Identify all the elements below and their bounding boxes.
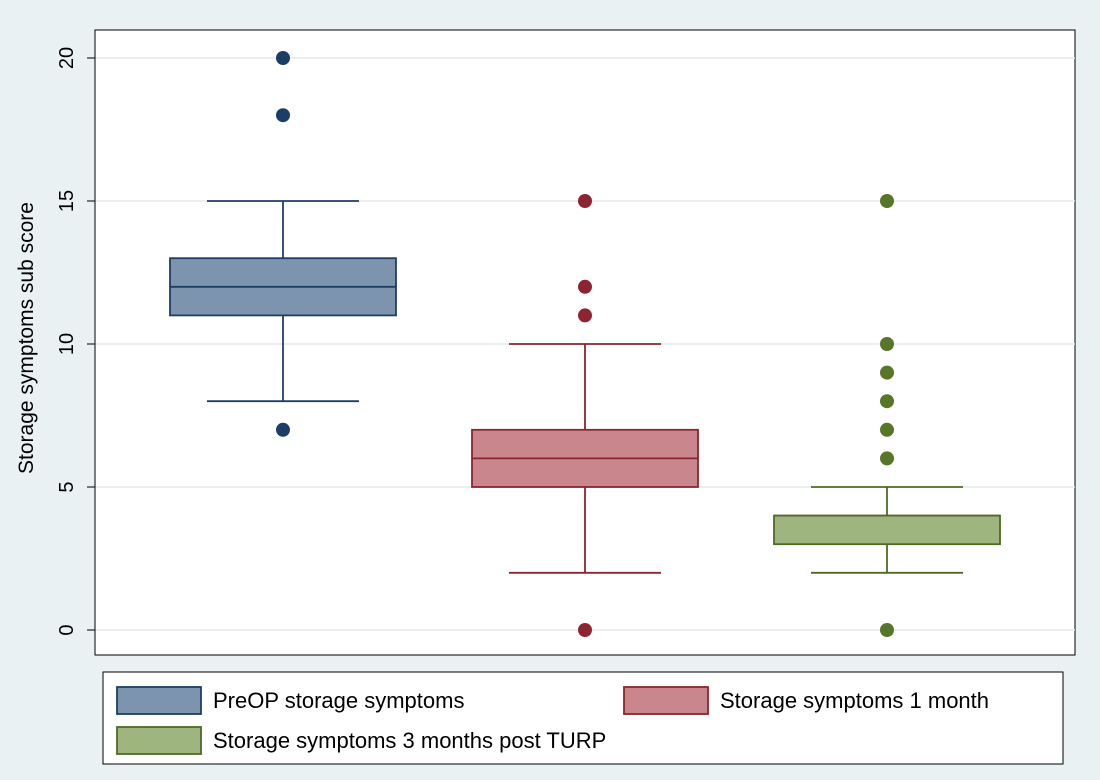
y-tick-label: 20 bbox=[56, 47, 78, 69]
outlier-point bbox=[578, 194, 592, 208]
outlier-point bbox=[880, 365, 894, 380]
legend-frame bbox=[102, 671, 1064, 765]
legend-key bbox=[116, 726, 202, 755]
outlier-point bbox=[578, 623, 592, 637]
legend-label: Storage symptoms 3 months post TURP bbox=[213, 728, 606, 753]
legend-key bbox=[116, 686, 202, 715]
y-tick-label: 15 bbox=[56, 190, 78, 212]
outlier-point bbox=[276, 108, 290, 123]
outlier-point bbox=[880, 194, 894, 208]
outlier-point bbox=[578, 279, 592, 294]
outlier-point bbox=[880, 451, 894, 466]
outlier-point bbox=[276, 422, 290, 437]
legend-label: PreOP storage symptoms bbox=[213, 688, 464, 713]
outlier-point bbox=[880, 422, 894, 437]
outlier-point bbox=[276, 51, 290, 65]
outlier-point bbox=[880, 394, 894, 409]
outlier-point bbox=[578, 308, 592, 323]
y-tick-label: 0 bbox=[56, 624, 78, 635]
y-tick-label: 10 bbox=[56, 333, 78, 355]
boxes bbox=[169, 51, 1001, 637]
legend: PreOP storage symptoms Storage symptoms 1… bbox=[102, 671, 1064, 765]
legend-label: Storage symptoms 1 month bbox=[720, 688, 989, 713]
y-tick-label: 5 bbox=[56, 481, 78, 492]
outlier-point bbox=[880, 337, 894, 351]
box-iqr bbox=[773, 514, 1001, 546]
y-axis: 0 5 10 15 20 bbox=[56, 47, 95, 636]
box-group bbox=[471, 194, 699, 637]
box-group bbox=[773, 194, 1001, 637]
box-group bbox=[169, 51, 397, 437]
y-axis-label: Storage symptoms sub score bbox=[15, 202, 38, 474]
outlier-point bbox=[880, 623, 894, 637]
legend-key bbox=[623, 686, 709, 715]
